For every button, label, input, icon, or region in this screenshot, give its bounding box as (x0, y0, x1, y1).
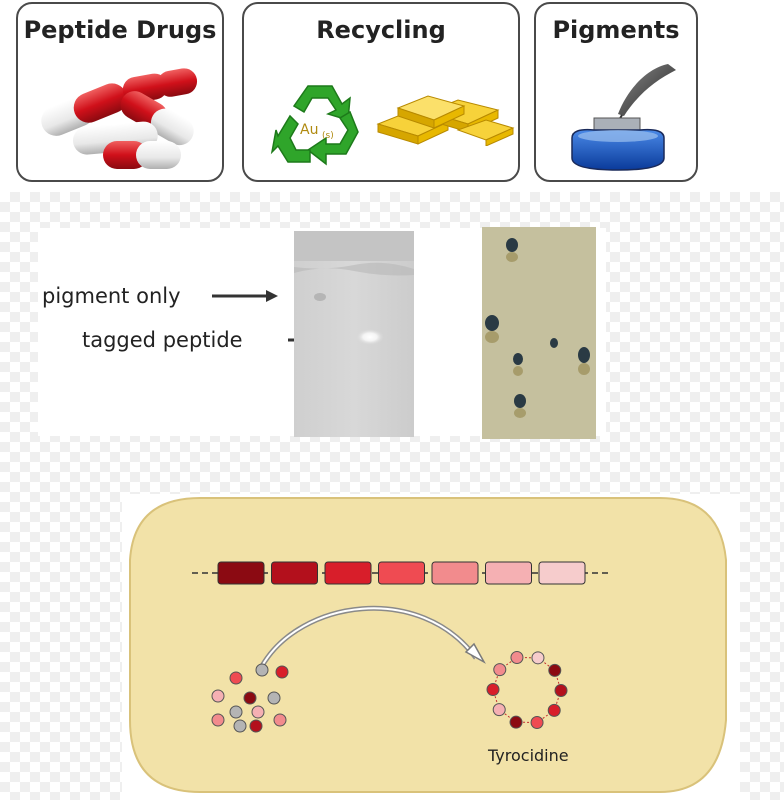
amino-acid-residue (229, 705, 243, 719)
amino-acid-residue (510, 651, 524, 665)
chain-module (431, 561, 479, 585)
amino-acid-residue (229, 671, 243, 685)
synthesis-arrowhead (464, 642, 486, 664)
peptide-drugs-card: Peptide Drugs (16, 2, 224, 182)
chain-module (324, 561, 372, 585)
amino-acid-residue (249, 719, 263, 733)
inkwell-quill-icon (571, 64, 676, 171)
amino-acid-residue (211, 689, 225, 703)
amino-acid-residue (548, 663, 562, 677)
synthesis-arrow-inner (261, 607, 477, 667)
amino-acid-residue (251, 705, 265, 719)
au-symbol: Au (300, 122, 318, 138)
amino-acid-residue (255, 663, 269, 677)
au-subscript: (s) (322, 131, 334, 141)
amino-acid-residue (530, 715, 544, 729)
amino-acid-residue (267, 691, 281, 705)
chain-module (378, 561, 425, 585)
recycle-icon: Au (s) (270, 85, 359, 166)
amino-acid-residue (547, 703, 561, 717)
cell-membrane (129, 497, 727, 793)
recycling-title: Recycling (316, 16, 446, 44)
gel-image (294, 231, 414, 437)
amino-acid-residue (554, 683, 568, 697)
amino-acid-residue (492, 703, 506, 717)
pigments-card: Pigments (534, 2, 698, 182)
amino-acid-residue (493, 663, 507, 677)
chain-module (485, 561, 532, 585)
amino-acid-residue (486, 683, 500, 697)
cyclic-peptide-ring (486, 651, 568, 729)
free-amino-acids (211, 663, 289, 733)
tyrocidine-label: Tyrocidine (488, 746, 569, 765)
chain-module (217, 561, 265, 585)
amino-acid-residue (509, 715, 523, 729)
peptide-drugs-title: Peptide Drugs (23, 16, 217, 44)
capsules-icon (41, 68, 198, 169)
plate-image (482, 227, 596, 439)
amino-acid-residue (273, 713, 287, 727)
amino-acid-residue (233, 719, 247, 733)
amino-acid-residue (531, 651, 545, 665)
gold-bars-icon (376, 95, 515, 146)
amino-acid-residue (211, 713, 225, 727)
recycling-card: Recycling Au (s) (242, 2, 520, 182)
chain-module (271, 561, 318, 585)
pigments-title: Pigments (552, 16, 680, 44)
pigment-only-label: pigment only (42, 284, 181, 308)
nrps-chain (217, 561, 586, 585)
tagged-peptide-label: tagged peptide (82, 328, 243, 352)
amino-acid-residue (243, 691, 257, 705)
chain-module (538, 561, 586, 585)
amino-acid-residue (275, 665, 289, 679)
